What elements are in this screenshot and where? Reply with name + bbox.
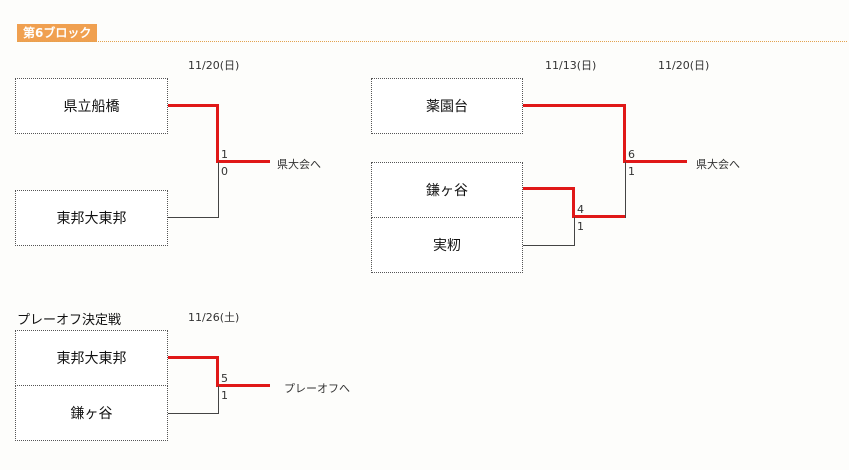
result-label: プレーオフへ [284,382,350,395]
winner-line [572,215,626,218]
loser-line [523,245,575,246]
loser-line [218,386,219,414]
result-label: 県大会へ [277,158,321,171]
score-top: 1 [221,148,228,161]
final-date: 11/20(日) [658,59,710,72]
left-bracket-date: 11/20(日) [188,59,240,72]
winner-line [216,104,219,163]
loser-line [625,162,626,218]
score-bottom: 0 [221,165,228,178]
winner-line [168,356,219,359]
loser-line [168,413,219,414]
loser-line [218,162,219,218]
playoff-score-bottom: 1 [221,389,228,402]
playoff-score-top: 5 [221,372,228,385]
team-box-kamagaya: 鎌ヶ谷 [15,385,168,441]
team-box-yakuendai: 薬園台 [371,78,523,134]
team-box-mimomi: 実籾 [371,217,523,273]
winner-line [523,187,575,190]
final-score-top: 6 [628,148,635,161]
header-divider [17,41,847,42]
semi-score-top: 4 [577,203,584,216]
winner-line [623,160,687,163]
team-box-toho-dai-toho: 東邦大東邦 [15,190,168,246]
playoff-date: 11/26(土) [188,311,240,324]
final-score-bottom: 1 [628,165,635,178]
winner-line [623,104,626,163]
semi-score-bottom: 1 [577,220,584,233]
winner-line [216,160,270,163]
winner-line [216,356,219,387]
playoff-title: プレーオフ決定戦 [17,313,122,328]
block-title: 第6ブロック [17,24,98,42]
winner-line [572,187,575,218]
team-box-kamagaya: 鎌ヶ谷 [371,162,523,218]
winner-line [216,384,270,387]
team-box-toho-dai-toho: 東邦大東邦 [15,330,168,386]
semi-date: 11/13(日) [545,59,597,72]
loser-line [574,217,575,246]
winner-line [523,104,626,107]
winner-line [168,104,219,107]
result-label: 県大会へ [696,158,740,171]
loser-line [168,217,219,218]
team-box-kenritsu-funabashi: 県立船橋 [15,78,168,134]
